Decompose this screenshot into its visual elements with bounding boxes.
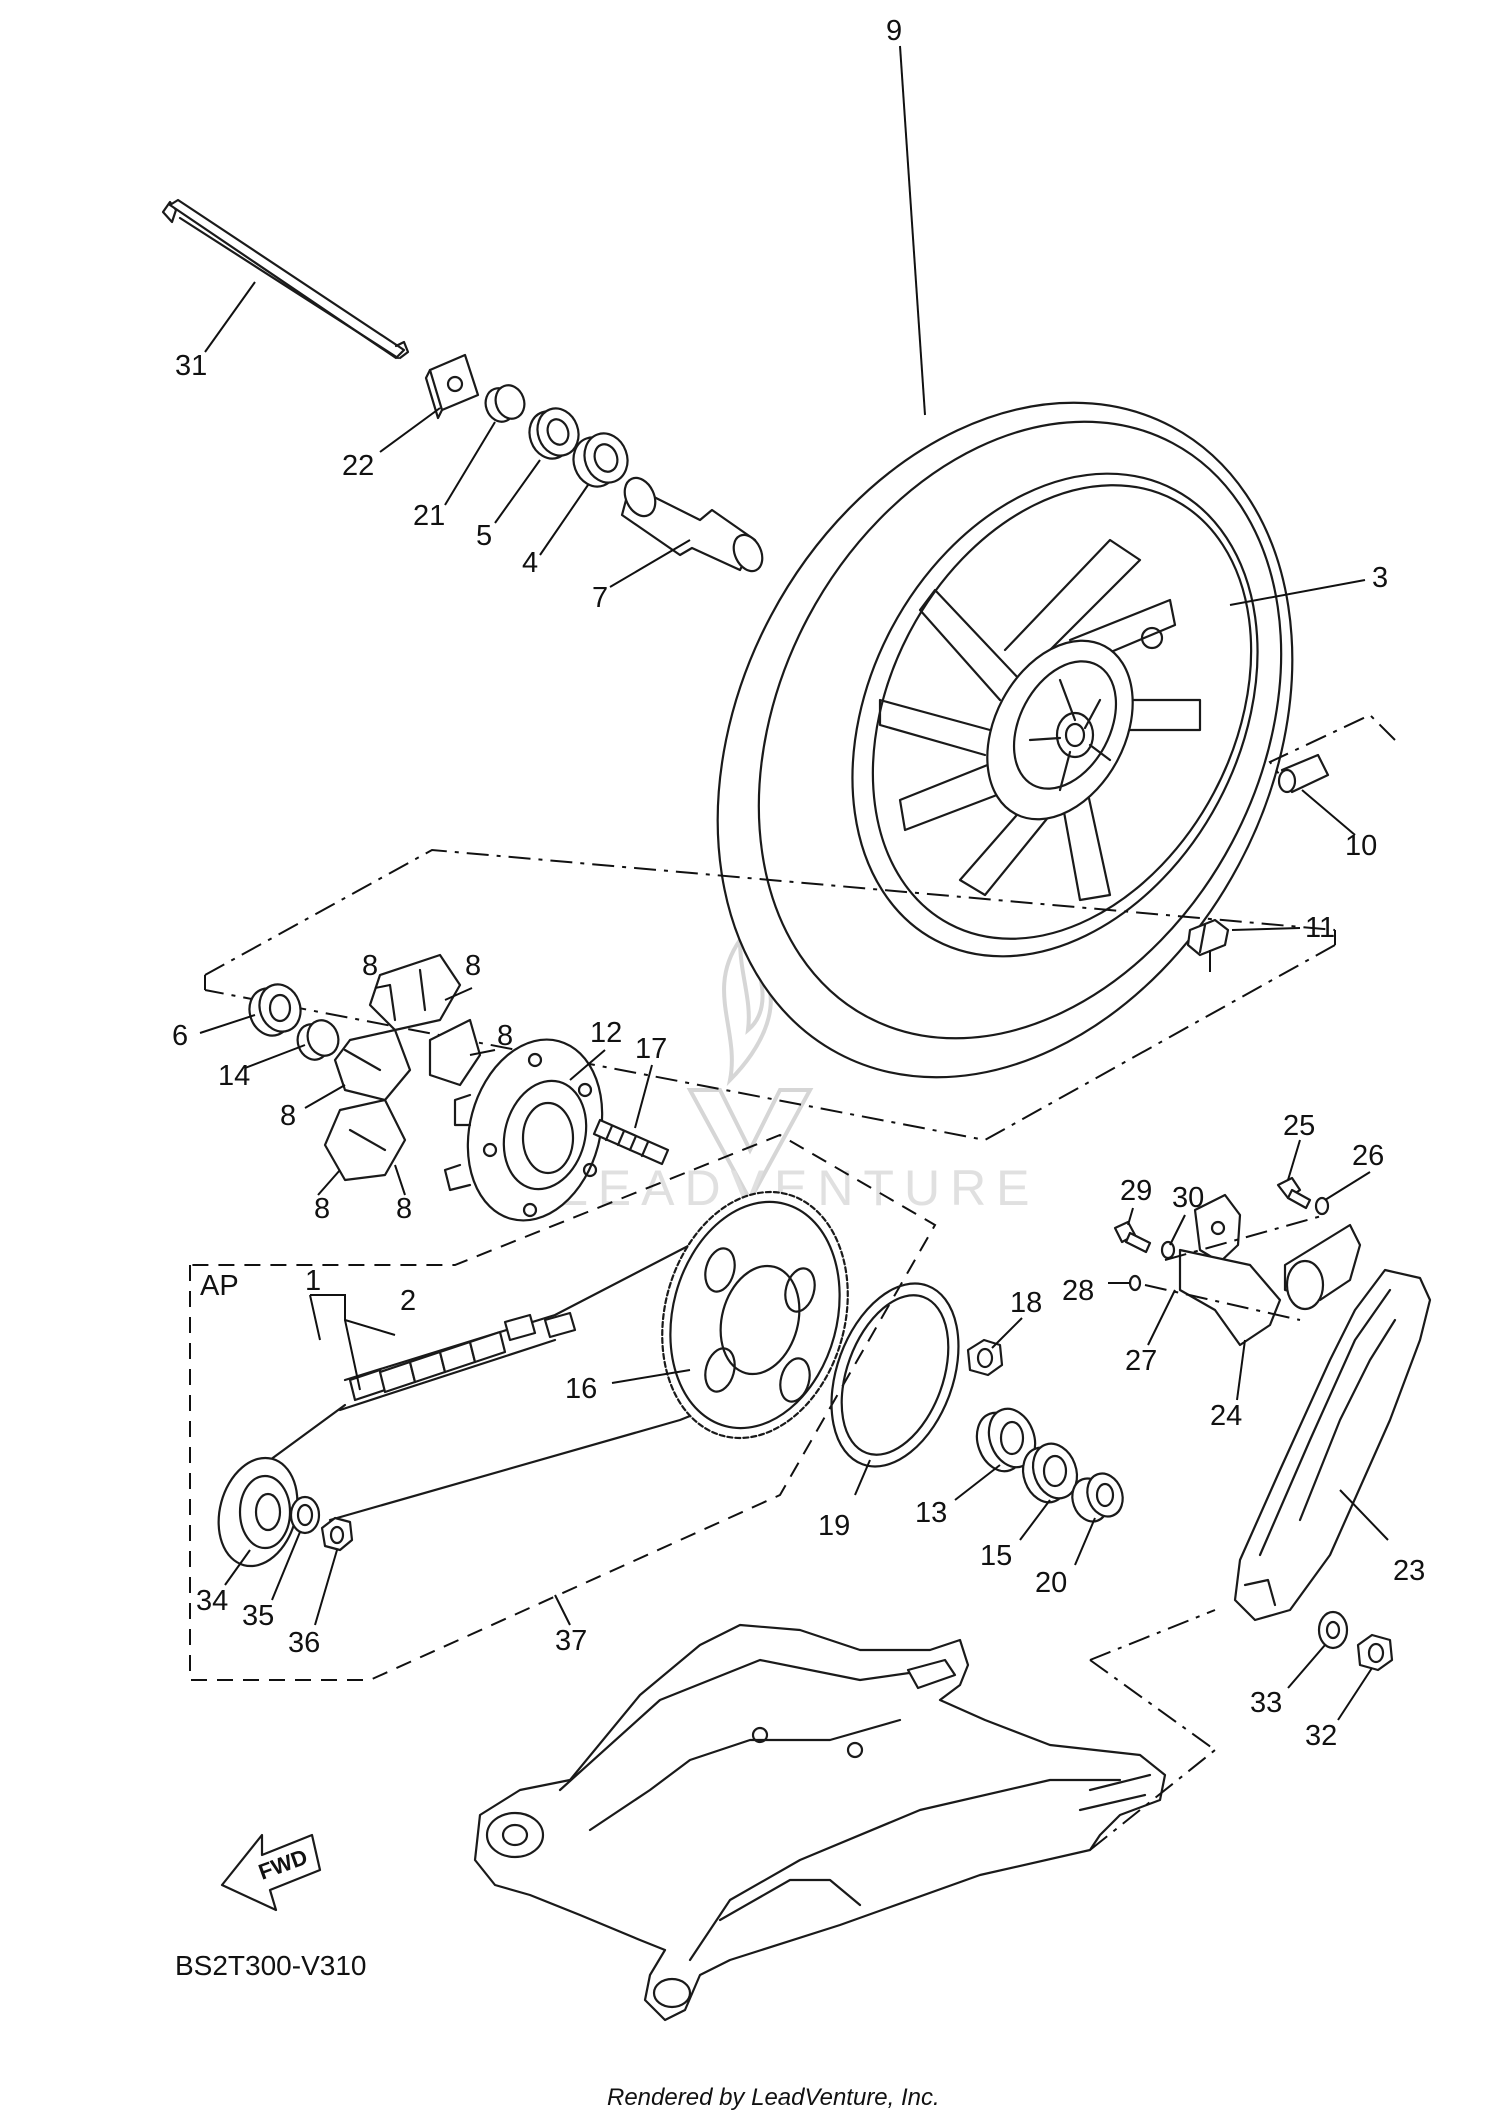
- part-bearing-6: [248, 983, 302, 1037]
- part-collar: [484, 384, 526, 423]
- part-bearing-13: [975, 1407, 1037, 1473]
- callout-8-top-left: 8: [362, 950, 378, 982]
- callout-19: 19: [818, 1510, 850, 1542]
- part-washer-35: [289, 1495, 321, 1535]
- part-collar-20: [1071, 1472, 1124, 1523]
- callout-2: 2: [400, 1285, 416, 1317]
- callout-31: 31: [175, 350, 207, 382]
- leader-lines: [199, 45, 1389, 1721]
- part-washer-30: [1160, 1240, 1176, 1260]
- callout-4: 4: [522, 547, 538, 579]
- callout-18: 18: [1010, 1287, 1042, 1319]
- part-clip-28: [1128, 1274, 1142, 1292]
- part-bolt-25: [1276, 1176, 1312, 1210]
- callout-14: 14: [218, 1060, 250, 1092]
- callout-26: 26: [1352, 1140, 1384, 1172]
- outline-wheel-group: [204, 848, 1336, 1142]
- callout-29: 29: [1120, 1175, 1152, 1207]
- outline-valve: [1268, 713, 1396, 779]
- callout-23: 23: [1393, 1555, 1425, 1587]
- part-nut-36: [320, 1516, 354, 1552]
- outline-chain-assembly: [189, 1133, 937, 1681]
- part-collar-14: [296, 1019, 340, 1061]
- part-washer-26: [1314, 1196, 1330, 1216]
- callout-36: 36: [288, 1627, 320, 1659]
- callout-17: 17: [635, 1033, 667, 1065]
- callout-labels: 31 22 21 5 4 7 9 3 10 11 6 14 8 8 8 8 8 …: [172, 15, 1425, 1752]
- chain-links: [348, 1311, 577, 1402]
- callout-8-bottom-right: 8: [396, 1193, 412, 1225]
- callout-5: 5: [476, 520, 492, 552]
- part-spacer: [620, 476, 764, 573]
- part-hub-dampers: [323, 953, 482, 1182]
- callout-11: 11: [1305, 912, 1335, 944]
- callout-30: 30: [1172, 1182, 1204, 1214]
- outline-swingarm: [1089, 1749, 1216, 1851]
- callout-21: 21: [413, 500, 445, 532]
- callout-35: 35: [242, 1600, 274, 1632]
- part-washer-33: [1317, 1610, 1349, 1650]
- callout-20: 20: [1035, 1567, 1067, 1599]
- part-swingarm: [473, 1623, 1167, 2022]
- callout-27: 27: [1125, 1345, 1157, 1377]
- fwd-arrow-icon: FWD: [220, 1833, 322, 1912]
- part-clutch-hub: [443, 1038, 604, 1222]
- outline-axle-nut: [1089, 1609, 1216, 1751]
- callout-12: 12: [590, 1017, 622, 1049]
- part-sprocket-cover: [830, 1282, 960, 1468]
- callout-8-bottom-left: 8: [314, 1193, 330, 1225]
- footer-credit: Rendered by LeadVenture, Inc.: [607, 2084, 940, 2111]
- part-bearing-4: [572, 432, 629, 488]
- outline-bracket-1: [1144, 1284, 1301, 1321]
- callout-7: 7: [592, 582, 608, 614]
- callout-6: 6: [172, 1020, 188, 1052]
- callout-24: 24: [1210, 1400, 1242, 1432]
- callout-28: 28: [1062, 1275, 1094, 1307]
- part-caliper-bracket: [1178, 1193, 1362, 1347]
- callout-1: 1: [305, 1265, 321, 1297]
- callout-16: 16: [565, 1373, 597, 1405]
- callout-8-left: 8: [280, 1100, 296, 1132]
- callout-3: 3: [1372, 562, 1388, 594]
- callout-9: 9: [886, 15, 902, 47]
- assembly-label: AP: [200, 1270, 239, 1302]
- part-adjuster-plate: [424, 353, 480, 420]
- part-tire-wheel: [716, 401, 1294, 1079]
- callout-33: 33: [1250, 1687, 1282, 1719]
- callout-37: 37: [555, 1625, 587, 1657]
- outline-bracket-2: [1164, 1214, 1326, 1261]
- part-chain-puller-plate: [1233, 1268, 1432, 1622]
- callout-34: 34: [196, 1585, 228, 1617]
- callout-32: 32: [1305, 1720, 1337, 1752]
- callout-8-right: 8: [497, 1020, 513, 1052]
- callout-8-top-right: 8: [465, 950, 481, 982]
- part-bolt-29: [1113, 1220, 1152, 1254]
- callout-13: 13: [915, 1497, 947, 1529]
- part-rear-sprocket: [661, 1190, 849, 1440]
- part-oil-seal-5: [528, 407, 580, 460]
- part-balance-weight: [1186, 918, 1230, 957]
- part-stud-bolt: [592, 1118, 670, 1166]
- callout-15: 15: [980, 1540, 1012, 1572]
- part-oil-seal-15: [1021, 1442, 1079, 1504]
- diagram-code: BS2T300-V310: [175, 1950, 366, 1981]
- part-valve: [1277, 753, 1330, 794]
- callout-25: 25: [1283, 1110, 1315, 1142]
- part-nut-18: [966, 1338, 1004, 1377]
- part-axle: [161, 198, 410, 360]
- callout-10: 10: [1345, 830, 1377, 862]
- callout-22: 22: [342, 450, 374, 482]
- part-nut-32: [1356, 1633, 1394, 1672]
